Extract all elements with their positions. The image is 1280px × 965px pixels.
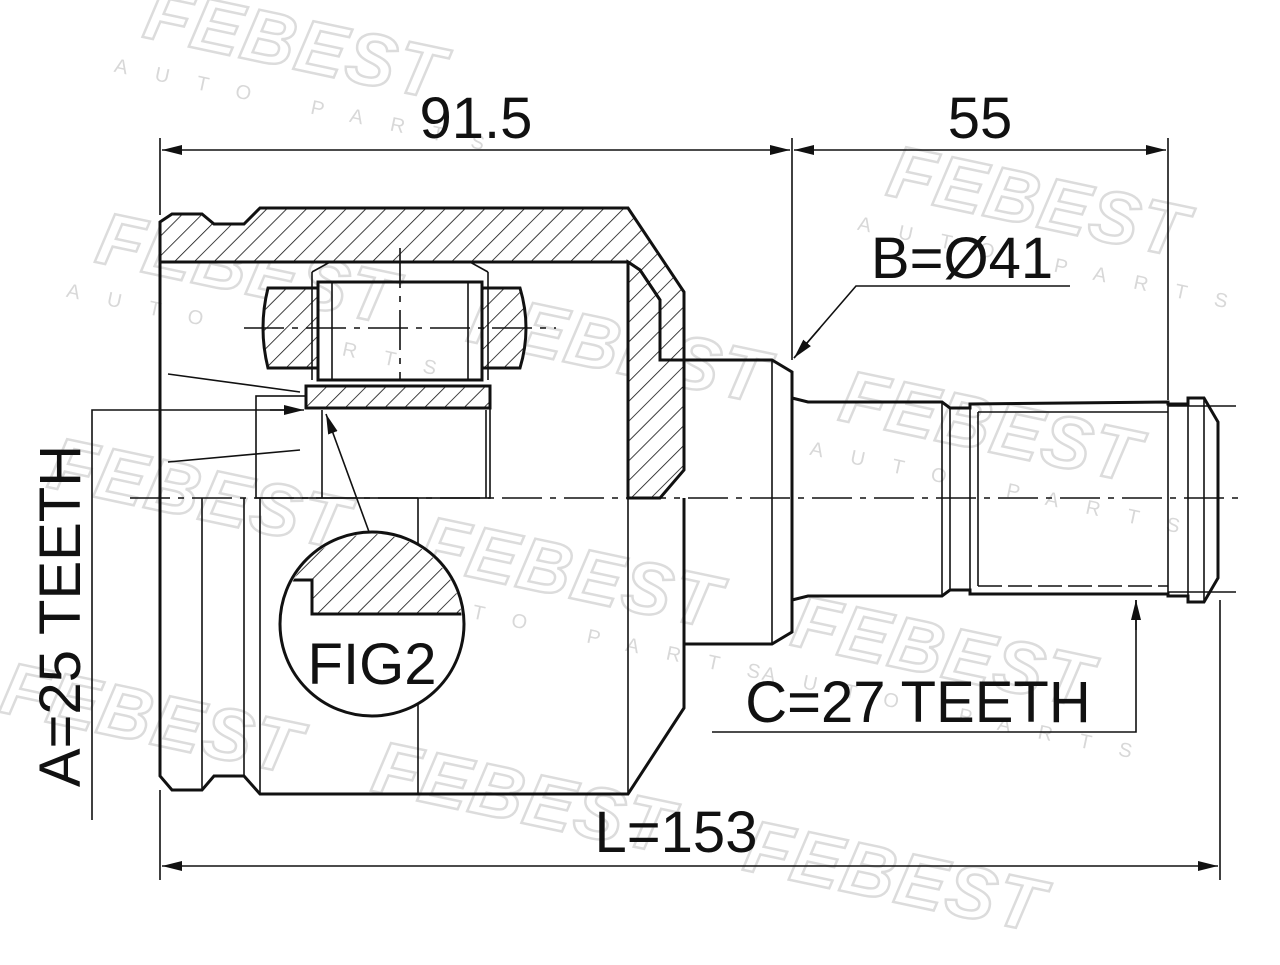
dimension-lines (91, 145, 1218, 871)
fig2-detail: FIG2 (278, 530, 466, 718)
dim-stub-length: 55 (948, 86, 1013, 151)
leader-b (793, 285, 1070, 359)
dim-housing-length: 91.5 (420, 86, 533, 151)
leader-a (91, 409, 300, 820)
dim-shoulder-diameter: B=Ø41 (871, 226, 1053, 291)
fig2-label: FIG2 (308, 632, 437, 697)
dim-outer-spline: C=27 TEETH (745, 670, 1090, 735)
dim-inner-spline: A=25 TEETH (28, 445, 93, 787)
shaft-shoulder (684, 358, 794, 646)
stub-shaft (791, 396, 1220, 604)
dim-total-length: L=153 (595, 800, 758, 865)
watermark-text: FEBEST (738, 804, 1056, 949)
tripod-roller (244, 248, 556, 382)
leader-c (712, 600, 1137, 733)
leader-fig2 (325, 413, 373, 541)
extension-lines (159, 138, 1236, 880)
outer-race-housing (158, 206, 686, 796)
